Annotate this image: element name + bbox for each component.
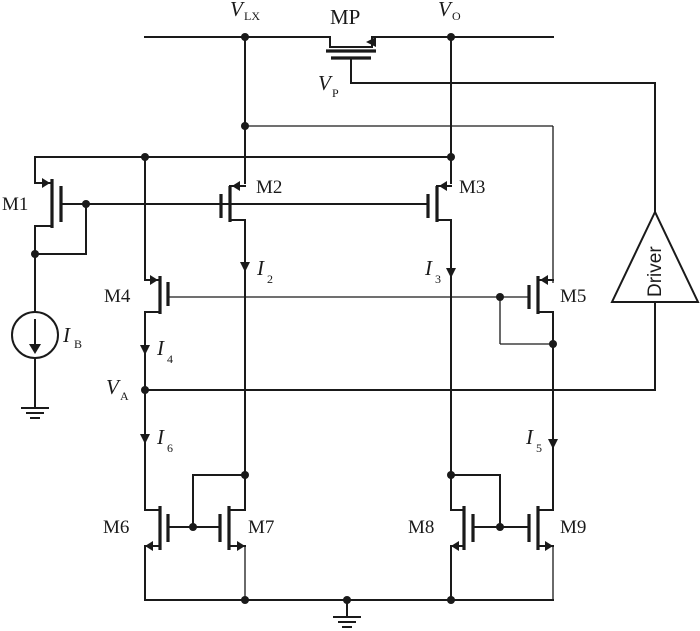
i3-label: I: [424, 256, 433, 280]
m6-label: M6: [103, 517, 129, 538]
vlx-sub: LX: [244, 9, 260, 23]
va-label: V: [106, 375, 121, 399]
m1-label: M1: [2, 194, 28, 215]
i2-label: I: [256, 256, 265, 280]
vp-line: [350, 57, 656, 213]
m6-transistor: [144, 506, 170, 601]
m5-transistor: [499, 275, 558, 511]
vp-label: V: [318, 71, 333, 95]
vlx-label: V: [230, 0, 245, 21]
m1-transistor: [34, 178, 231, 255]
i2-sub: 2: [267, 272, 273, 286]
va-sub: A: [120, 389, 129, 403]
i6-sub: 6: [167, 441, 173, 455]
vo-line: [371, 36, 554, 48]
driver-label: Driver: [645, 246, 666, 297]
i4-label: I: [156, 336, 165, 360]
m7-label: M7: [248, 517, 274, 538]
i5-label: I: [525, 425, 534, 449]
m3-transistor: [229, 181, 456, 476]
m5-label: M5: [560, 286, 586, 307]
supply-rail: [34, 156, 452, 281]
ground-rail: [144, 599, 554, 628]
m9-label: M9: [560, 517, 586, 538]
m3-label: M3: [459, 177, 485, 198]
m4-label: M4: [104, 286, 131, 307]
m2-transistor: [219, 181, 250, 476]
m9-transistor: [472, 506, 554, 600]
junction-dots: [31, 33, 557, 604]
vlx-line: [144, 36, 373, 48]
i4-sub: 4: [167, 352, 173, 366]
i6-label: I: [156, 425, 165, 449]
driver-block: [610, 209, 700, 303]
mp-label: MP: [330, 5, 360, 29]
current-source-ib: [11, 253, 59, 419]
ib-sub: B: [74, 337, 82, 351]
m4-transistor: [140, 275, 529, 511]
ib-label: I: [62, 323, 71, 347]
vo-sub: O: [452, 9, 461, 23]
vlx-branch: [244, 36, 554, 283]
m8-label: M8: [408, 517, 434, 538]
m7-transistor: [167, 474, 246, 600]
vp-sub: P: [332, 86, 339, 100]
va-line: [144, 301, 656, 391]
m8-transistor: [450, 474, 501, 601]
m2-label: M2: [256, 177, 282, 198]
i5-sub: 5: [536, 441, 542, 455]
vo-label: V: [438, 0, 453, 21]
i3-sub: 3: [435, 272, 441, 286]
